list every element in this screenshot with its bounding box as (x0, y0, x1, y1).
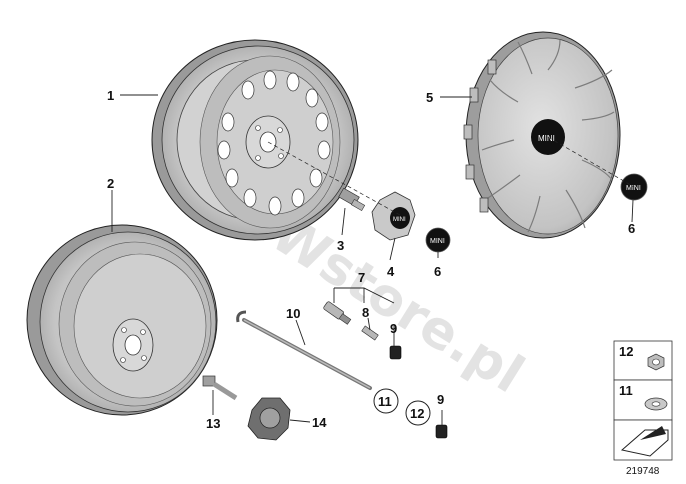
wheel-cover-part-5[interactable]: MINI (463, 31, 621, 239)
callout-6-lower: 6 (434, 264, 441, 279)
tire-valve-part-7[interactable] (323, 301, 352, 325)
callout-10: 10 (286, 306, 300, 321)
callout-13: 13 (206, 416, 220, 431)
wedge-arrow-icon (620, 426, 669, 457)
handwheel-part-14[interactable] (247, 397, 291, 441)
callout-9-upper: 9 (390, 321, 397, 336)
spindle-bolt-part-13[interactable] (202, 375, 238, 401)
callout-4: 4 (387, 264, 395, 279)
legend-label-11: 11 (619, 383, 633, 398)
threaded-rod-part-10[interactable] (236, 310, 372, 390)
callout-12-text: 12 (410, 406, 424, 421)
callout-5: 5 (426, 90, 433, 105)
callout-12-circled: 12 (405, 400, 431, 426)
emblem-right-text: MINI (626, 185, 641, 192)
steel-wheel-part-2[interactable] (26, 224, 218, 416)
callout-9-lower: 9 (437, 392, 444, 407)
wheel-bolt-part-3[interactable] (338, 187, 366, 212)
hubcap-badge-text: MINI (538, 134, 555, 143)
callout-8: 8 (362, 305, 369, 320)
callout-11-circled: 11 (373, 388, 399, 414)
washer-icon (644, 397, 668, 411)
diagram-number: 219748 (626, 466, 660, 477)
valve-cap-part-9-lower[interactable] (435, 424, 448, 439)
valve-cap-part-9-upper[interactable] (389, 345, 402, 360)
valve-part-8[interactable] (361, 325, 379, 341)
emblem-lower-text: MINI (430, 238, 445, 245)
callout-14: 14 (312, 415, 327, 430)
callout-7: 7 (358, 270, 365, 285)
emblem-part-6-lower[interactable]: MINI (425, 227, 451, 253)
callout-6-right: 6 (628, 221, 635, 236)
callout-2: 2 (107, 176, 114, 191)
legend-panel: 12 11 (613, 340, 673, 461)
steel-wheel-part-1[interactable] (151, 39, 359, 241)
callout-1: 1 (107, 88, 114, 103)
nut-icon (647, 353, 665, 371)
callout-11-text: 11 (378, 394, 392, 409)
callout-3: 3 (337, 238, 344, 253)
center-cap-part-4[interactable]: MINI (371, 191, 416, 241)
legend-label-12: 12 (619, 344, 633, 359)
center-cap-badge-text: MINI (393, 217, 406, 223)
leader-lines (111, 94, 635, 425)
